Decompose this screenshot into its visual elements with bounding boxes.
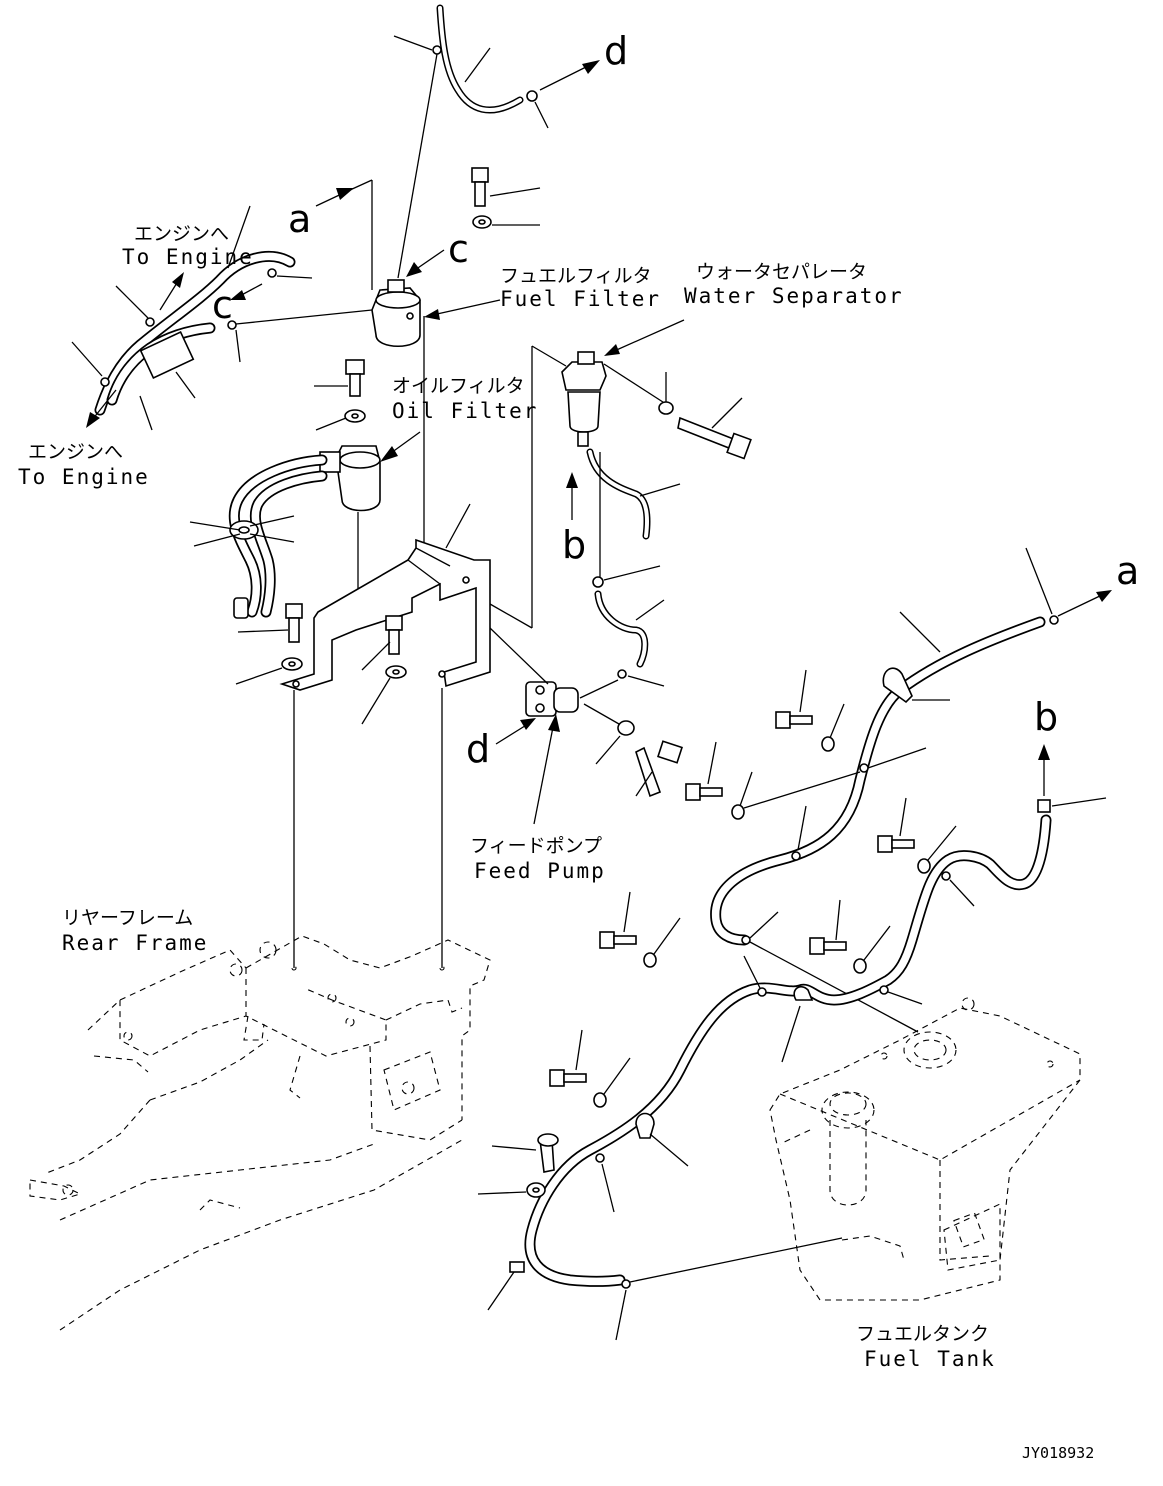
oil-filter-label-en: Oil Filter (392, 399, 538, 423)
feed-pump (489, 627, 683, 798)
connection-letter-b-separator: b (562, 523, 586, 567)
rear-frame-label-jp: リヤーフレーム (62, 907, 193, 929)
connection-letter-c-top: c (448, 227, 469, 271)
connection-letter-a-top: a (288, 197, 311, 241)
arrow-to-d-pump (495, 718, 536, 745)
arrow-to-c-top (406, 249, 445, 277)
feed-pump-leader (533, 714, 560, 825)
water-separator-label-en: Water Separator (684, 284, 904, 308)
bracket-bolts (235, 603, 407, 725)
arrow-to-engine-bottom (86, 389, 117, 428)
bolt-top (471, 167, 541, 229)
to-engine-bottom-jp: エンジンへ (28, 441, 123, 463)
arrow-to-c-left (230, 283, 263, 300)
connection-letter-c-left: c (212, 283, 233, 327)
arrow-to-b-separator (566, 472, 578, 520)
arrow-to-d-top (539, 60, 600, 91)
feed-pump-hose (592, 565, 665, 687)
arrow-to-a-top (315, 179, 373, 290)
oil-filter (314, 359, 421, 512)
separator-bolt (658, 372, 752, 460)
fuel-filter (371, 279, 421, 347)
connection-letter-a-right: a (1116, 549, 1139, 593)
fuel-tank (769, 997, 1081, 1301)
rear-frame-label-en: Rear Frame (62, 931, 208, 955)
fuel-filter-label-jp: フュエルフィルタ (500, 265, 652, 287)
to-engine-top-en: To Engine (122, 245, 254, 269)
fuel-filter-label-en: Fuel Filter (500, 287, 661, 311)
fuel-filter-leader (427, 299, 501, 317)
connection-letter-d-top: d (604, 29, 628, 73)
fuel-tank-label-jp: フュエルタンク (856, 1323, 989, 1345)
connection-letter-b-right: b (1034, 695, 1058, 739)
hose-bolts-right (549, 669, 957, 1108)
arrow-to-engine-top (159, 272, 184, 311)
mounting-bracket (279, 503, 491, 691)
arrow-to-a-right (1057, 590, 1112, 617)
water-separator (561, 319, 685, 447)
connection-letter-d-pump: d (466, 727, 490, 771)
fuel-tank-label-en: Fuel Tank (864, 1347, 996, 1371)
water-separator-label-jp: ウォータセパレータ (696, 261, 867, 283)
feed-pump-label-jp: フィードポンプ (470, 835, 602, 857)
to-engine-bottom-en: To Engine (18, 465, 150, 489)
oil-filter-label-jp: オイルフィルタ (392, 375, 525, 397)
rear-frame (29, 935, 491, 1331)
return-fuel-hose-right (477, 797, 1107, 1341)
oil-hoses (189, 454, 328, 619)
top-fuel-hose (393, 4, 549, 129)
main-fuel-hose-right (710, 547, 1059, 1033)
separator-outlet-hose (586, 448, 681, 540)
arrow-to-b-right (1038, 744, 1050, 796)
feed-pump-label-en: Feed Pump (474, 859, 606, 883)
engine-hoses-left (71, 205, 373, 431)
drawing-code: JY018932 (1022, 1444, 1094, 1462)
to-engine-top-jp: エンジンへ (134, 223, 229, 245)
